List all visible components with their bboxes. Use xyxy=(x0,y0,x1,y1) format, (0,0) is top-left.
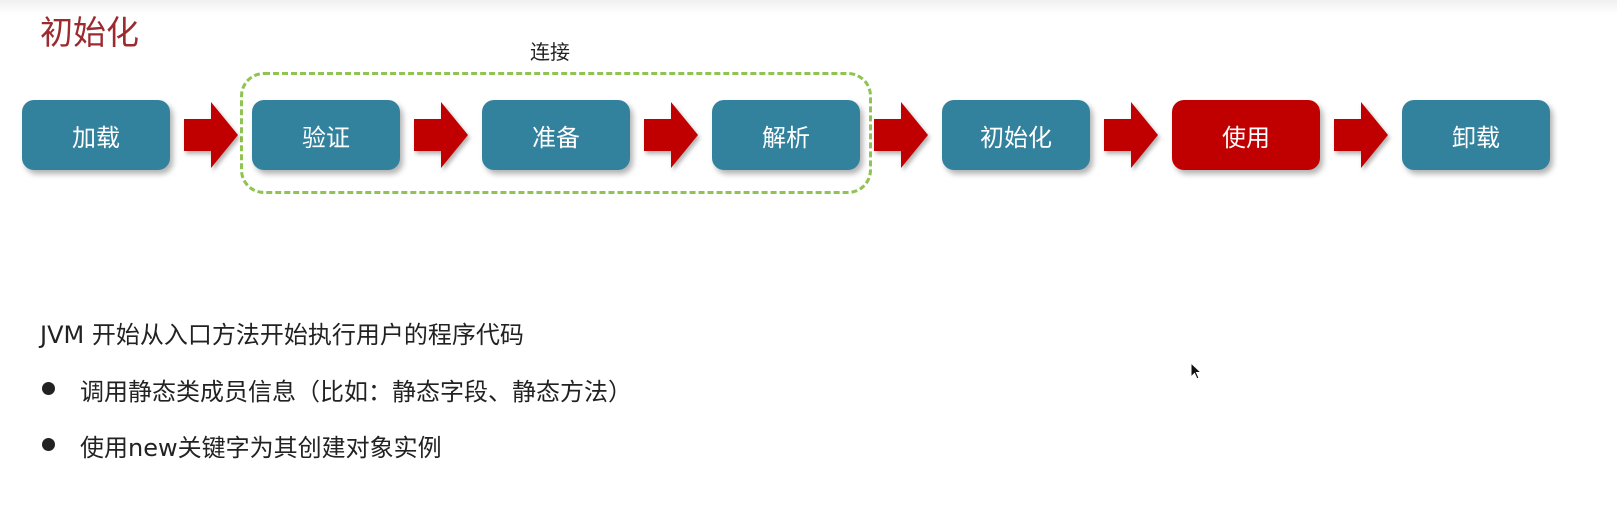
bullet-icon xyxy=(42,382,55,395)
stage-box: 准备 xyxy=(482,100,630,170)
stage-box: 加载 xyxy=(22,100,170,170)
bullet-item: 使用new关键字为其创建对象实例 xyxy=(80,434,442,462)
arrow-right-icon xyxy=(644,102,698,168)
arrow-right-icon xyxy=(1334,102,1388,168)
arrow-right-icon xyxy=(414,102,468,168)
arrow-right-icon xyxy=(874,102,928,168)
stage-box: 验证 xyxy=(252,100,400,170)
stage-box: 卸载 xyxy=(1402,100,1550,170)
page-title: 初始化 xyxy=(40,13,139,52)
group-label: 连接 xyxy=(530,40,570,64)
stage-box: 初始化 xyxy=(942,100,1090,170)
stage-box: 使用 xyxy=(1172,100,1320,170)
mouse-cursor-icon xyxy=(1190,362,1203,380)
description: JVM 开始从入口方法开始执行用户的程序代码 xyxy=(40,321,524,349)
connection-group-box xyxy=(240,72,872,194)
top-bar xyxy=(0,0,1617,14)
bullet-item: 调用静态类成员信息（比如：静态字段、静态方法） xyxy=(80,378,632,406)
stage-box: 解析 xyxy=(712,100,860,170)
bullet-icon xyxy=(42,438,55,451)
arrow-right-icon xyxy=(184,102,238,168)
arrow-right-icon xyxy=(1104,102,1158,168)
